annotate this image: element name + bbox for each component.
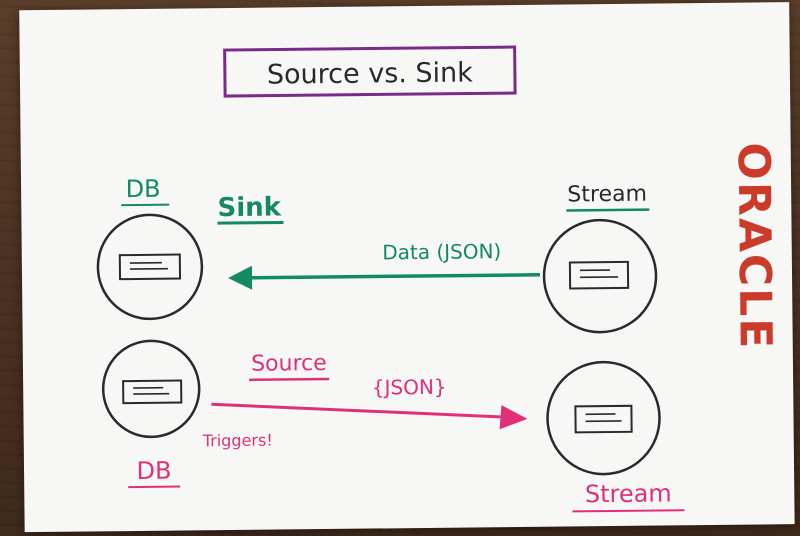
oracle-logo: ORACLE [728,142,781,350]
source-db-underline [128,485,181,489]
source-stream-icon [574,404,633,434]
whiteboard-paper: Source vs. Sink ORACLE DB Sink Stream Da… [19,2,795,533]
source-stream-underline [572,509,685,513]
sink-stream-icon [568,260,630,290]
sink-db-icon [118,253,182,281]
source-db-icon [122,379,183,405]
source-arrow-head [499,405,528,430]
sink-stream-label: Stream [567,182,647,208]
sink-stream-underline [566,208,650,212]
source-stream-circle [546,360,661,476]
source-label: Source [251,351,327,377]
trigger-label: Triggers! [202,431,273,451]
sink-db-label: DB [125,175,160,203]
sink-label: Sink [217,192,281,223]
sink-arrow-head [228,265,253,290]
sink-arrow-line [250,273,541,280]
whiteboard-drawing: Source vs. Sink ORACLE DB Sink Stream Da… [96,45,781,513]
source-db-label: DB [136,457,171,485]
source-underline [249,377,330,382]
source-arrow-line [211,402,506,419]
title-text: Source vs. Sink [267,57,474,90]
title-box [223,45,517,98]
sink-payload-label: Data (JSON) [382,239,501,264]
sink-stream-circle [542,218,658,334]
source-payload-label: {JSON} [372,375,447,400]
source-db-circle [101,339,201,439]
sink-underline [217,220,284,225]
sink-db-circle [96,213,204,321]
sink-db-underline [121,203,170,207]
source-stream-label: Stream [585,479,672,508]
